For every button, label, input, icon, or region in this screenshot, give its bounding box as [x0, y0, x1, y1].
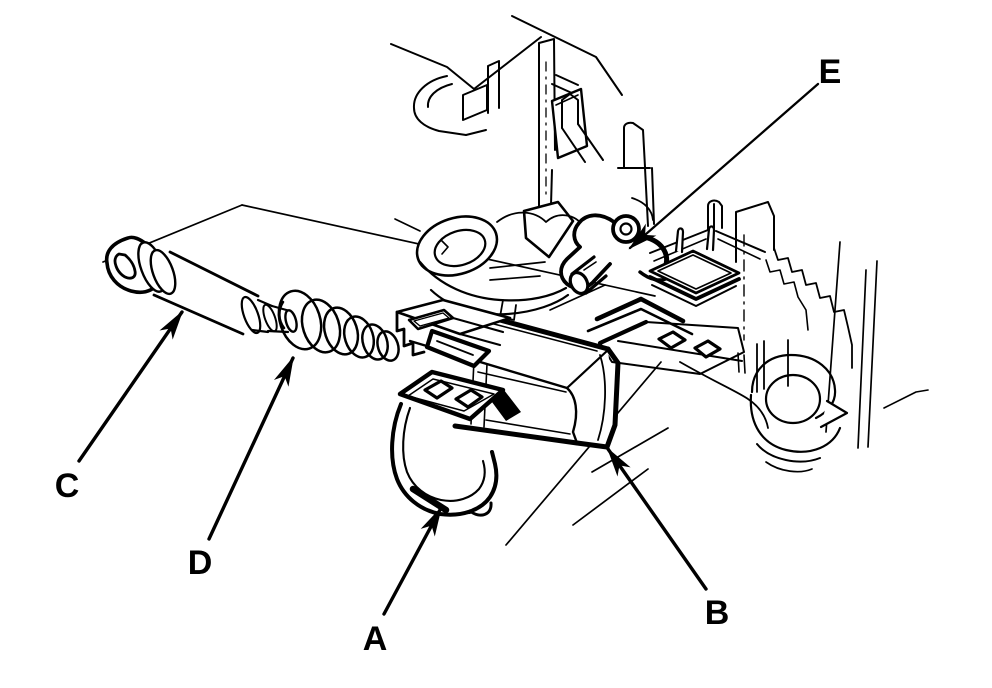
lower-mount-plate: [597, 319, 769, 429]
callout-arrow-e: [628, 82, 820, 250]
pivot-pin-assembly: [559, 197, 769, 429]
callout-arrow-b: [606, 447, 708, 591]
callout-label-c: C: [55, 467, 80, 505]
switch-mount-pad: [648, 249, 741, 295]
callout-arrow-a: [382, 506, 443, 616]
pivot-eye: [611, 214, 641, 244]
callout-arrows: [77, 82, 820, 616]
callout-label-e: E: [819, 53, 842, 91]
clip-hole-2: [454, 388, 484, 409]
callout-label-d: D: [188, 544, 213, 582]
callout-letters: A B C D E: [55, 53, 842, 658]
callout-label-a: A: [363, 620, 388, 658]
clip-a: [390, 369, 521, 517]
spring-d: [277, 289, 400, 362]
callout-arrow-d: [207, 356, 295, 541]
pedal-arm-and-bushing: [415, 211, 614, 321]
callout-arrow-c: [77, 310, 184, 463]
bushing-inner-ring: [433, 228, 487, 268]
plunger-c: [104, 235, 298, 336]
clip-hole-1: [423, 379, 454, 400]
callout-label-b: B: [705, 594, 730, 632]
switch-connector: [395, 298, 512, 369]
pin-e: [568, 255, 608, 296]
